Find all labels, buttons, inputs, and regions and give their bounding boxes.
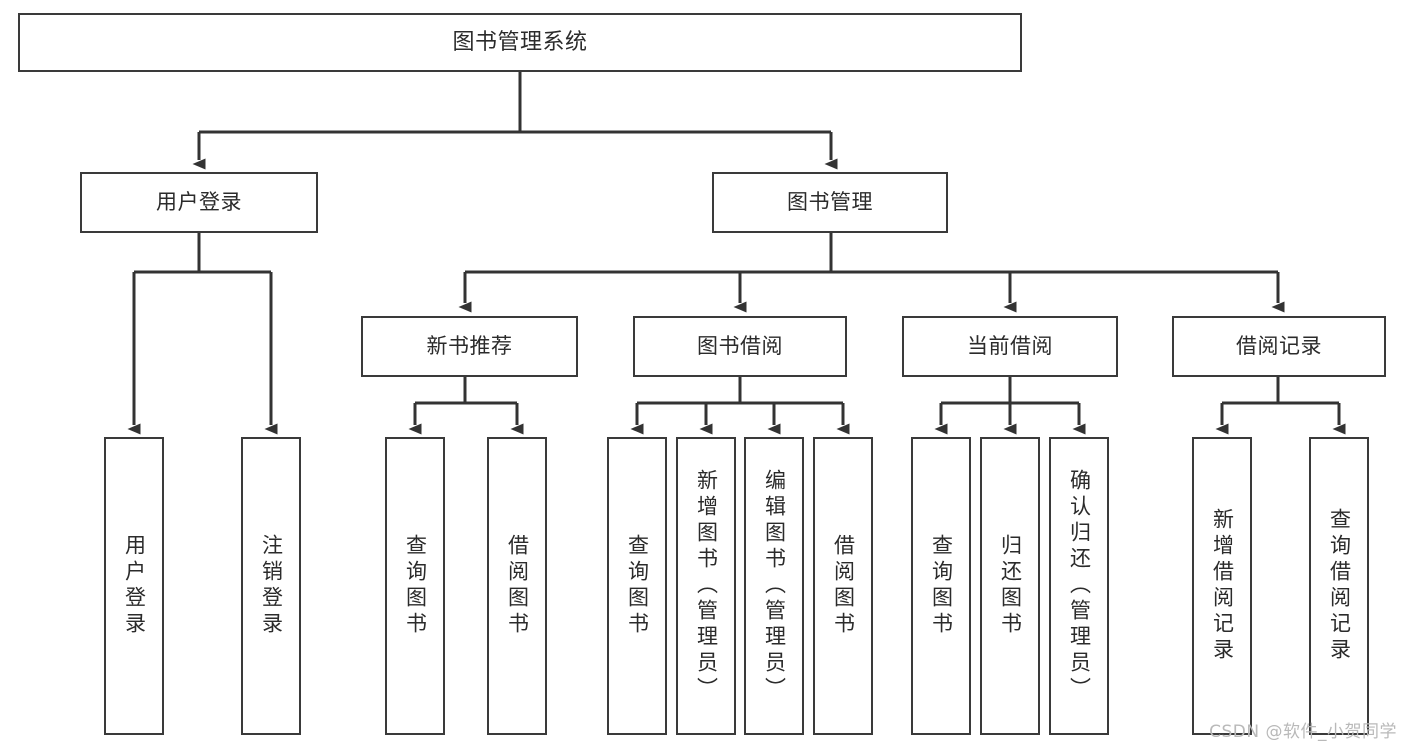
leaf-borrow-add-book-admin[interactable]: 新增图书（管理员） (676, 437, 736, 735)
node-label: 查询图书 (625, 534, 650, 638)
node-label: 归还图书 (998, 534, 1023, 638)
leaf-user-login-logout[interactable]: 注销登录 (241, 437, 301, 735)
node-label: 图书借阅 (697, 334, 783, 359)
node-label: 借阅图书 (831, 534, 856, 638)
leaf-record-add-record[interactable]: 新增借阅记录 (1192, 437, 1252, 735)
leaf-borrow-query-book[interactable]: 查询图书 (607, 437, 667, 735)
leaf-borrow-edit-book-admin[interactable]: 编辑图书（管理员） (744, 437, 804, 735)
leaf-borrow-borrow-book[interactable]: 借阅图书 (813, 437, 873, 735)
node-label: 新增图书（管理员） (694, 469, 719, 703)
watermark-text: CSDN @软件_小贺同学 (1209, 722, 1397, 742)
node-label: 借阅记录 (1236, 334, 1322, 359)
node-book-borrow[interactable]: 图书借阅 (633, 316, 847, 377)
node-user-login[interactable]: 用户登录 (80, 172, 318, 233)
node-book-management[interactable]: 图书管理 (712, 172, 948, 233)
node-label: 新书推荐 (426, 334, 513, 359)
node-label: 查询图书 (403, 534, 428, 638)
node-new-book-recommend[interactable]: 新书推荐 (361, 316, 578, 377)
node-label: 新增借阅记录 (1210, 508, 1235, 664)
node-root-book-management-system[interactable]: 图书管理系统 (18, 13, 1022, 72)
leaf-current-confirm-return-admin[interactable]: 确认归还（管理员） (1049, 437, 1109, 735)
leaf-new-book-borrow[interactable]: 借阅图书 (487, 437, 547, 735)
node-label: 用户登录 (122, 534, 147, 638)
leaf-current-query-book[interactable]: 查询图书 (911, 437, 971, 735)
node-current-borrow[interactable]: 当前借阅 (902, 316, 1118, 377)
leaf-new-book-query[interactable]: 查询图书 (385, 437, 445, 735)
node-label: 图书管理系统 (452, 29, 588, 55)
leaf-user-login-login[interactable]: 用户登录 (104, 437, 164, 735)
node-label: 当前借阅 (967, 334, 1053, 359)
node-borrow-record[interactable]: 借阅记录 (1172, 316, 1386, 377)
node-label: 图书管理 (787, 190, 873, 215)
node-label: 查询图书 (929, 534, 954, 638)
node-label: 确认归还（管理员） (1067, 469, 1092, 703)
node-label: 查询借阅记录 (1327, 508, 1352, 664)
leaf-record-query-record[interactable]: 查询借阅记录 (1309, 437, 1369, 735)
node-label: 编辑图书（管理员） (762, 469, 787, 703)
node-label: 借阅图书 (505, 534, 530, 638)
leaf-current-return-book[interactable]: 归还图书 (980, 437, 1040, 735)
node-label: 注销登录 (259, 534, 284, 638)
node-label: 用户登录 (156, 190, 242, 215)
